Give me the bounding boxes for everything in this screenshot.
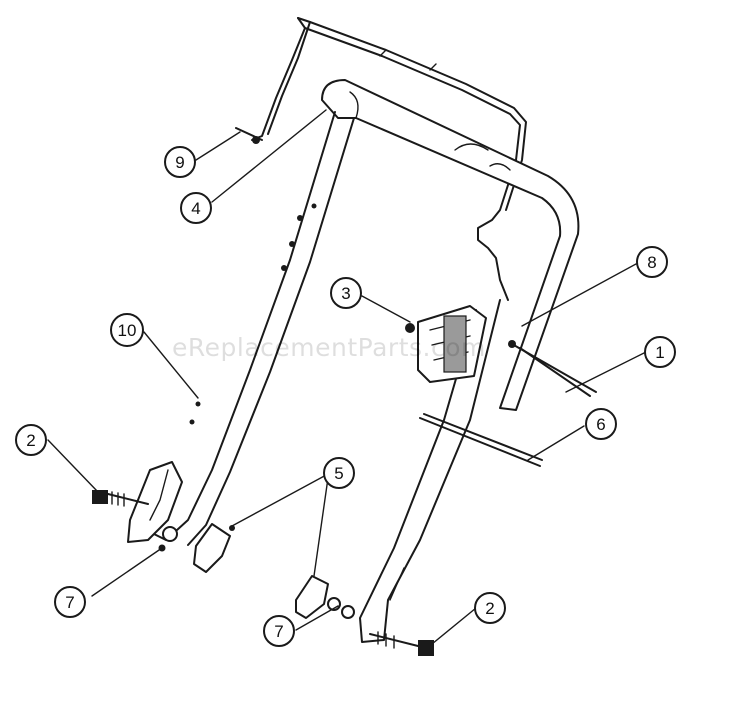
knob-5-right (295, 575, 355, 619)
callout-1: 1 (644, 336, 676, 368)
callout-9: 9 (164, 146, 196, 178)
svg-text:7: 7 (274, 622, 283, 641)
svg-text:2: 2 (26, 431, 35, 450)
callout-2-left: 2 (15, 424, 47, 456)
upper-handle (149, 79, 580, 546)
svg-text:8: 8 (647, 253, 656, 272)
svg-text:5: 5 (334, 464, 343, 483)
bolt-2-left (92, 490, 149, 507)
callout-8: 8 (636, 246, 668, 278)
svg-text:4: 4 (191, 199, 200, 218)
bolt-2-right (369, 631, 434, 656)
callout-4: 4 (180, 192, 212, 224)
right-lower-handle (359, 299, 501, 643)
svg-text:2: 2 (485, 599, 494, 618)
callout-5: 5 (323, 457, 355, 489)
callout-10: 10 (110, 313, 144, 347)
svg-text:9: 9 (175, 153, 184, 172)
nut-3 (405, 323, 415, 333)
svg-text:1: 1 (655, 343, 664, 362)
callout-7-left: 7 (54, 586, 86, 618)
clip-9 (235, 127, 263, 144)
callouts: 9 4 10 3 8 1 6 2 (15, 146, 676, 647)
rod-6 (419, 413, 543, 467)
svg-text:7: 7 (65, 593, 74, 612)
left-handle-end (127, 461, 183, 543)
rope-guide (417, 305, 487, 383)
handle-holes (189, 203, 317, 425)
leader-lines (47, 109, 647, 645)
knob-5-left (158, 523, 235, 573)
callout-2-right: 2 (474, 592, 506, 624)
svg-text:10: 10 (118, 321, 137, 340)
bail-wire (251, 17, 527, 301)
callout-7-right: 7 (263, 615, 295, 647)
callout-3: 3 (330, 277, 362, 309)
callout-6: 6 (585, 408, 617, 440)
svg-text:6: 6 (596, 415, 605, 434)
svg-text:3: 3 (341, 284, 350, 303)
